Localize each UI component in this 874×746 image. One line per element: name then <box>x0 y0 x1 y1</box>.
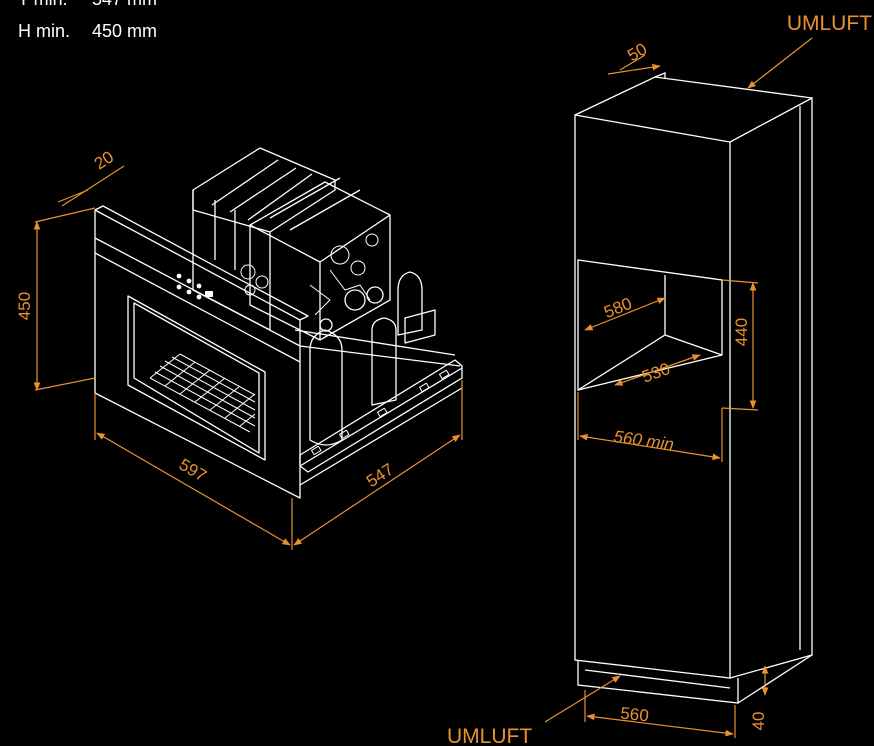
dim-plinth-width: 560 <box>619 704 649 726</box>
spec-depth-label: T min. <box>18 0 92 10</box>
spec-depth-min: T min.547 mm <box>18 0 157 10</box>
appliance-dimensions <box>33 165 463 550</box>
control-buttons <box>176 273 213 300</box>
spec-depth-value: 547 mm <box>92 0 157 9</box>
dim-plinth-height: 40 <box>749 712 768 731</box>
spec-height-label: H min. <box>18 21 71 41</box>
oven-rack <box>149 353 256 433</box>
dim-appliance-height: 450 <box>15 292 34 320</box>
appliance-drawing <box>94 147 463 499</box>
dim-appliance-depth: 547 <box>363 460 397 491</box>
cabinet-front <box>574 114 731 679</box>
dim-niche-height: 440 <box>732 318 751 346</box>
dim-cabinet-gap: 50 <box>624 39 650 65</box>
spec-height-min: H min. 450 mm <box>18 20 157 42</box>
cabinet-top <box>574 76 813 116</box>
dim-niche-width: 560 min <box>612 427 675 454</box>
spec-height-value: 450 mm <box>92 21 158 41</box>
appliance-front-panel <box>94 209 301 499</box>
pump-cylinder <box>371 317 397 406</box>
brew-unit <box>249 181 391 341</box>
label-umluft-top: UMLUFT <box>787 12 872 35</box>
label-umluft-bottom: UMLUFT <box>447 725 532 746</box>
cabinet-plinth <box>577 660 739 704</box>
mechanism-detail <box>240 233 379 316</box>
dim-niche-depth: 580 <box>601 294 634 322</box>
dim-niche-inner-depth: 530 <box>640 359 673 387</box>
cabinet-drawing <box>574 72 813 704</box>
cabinet-side <box>729 96 813 679</box>
dim-appliance-offset: 20 <box>91 147 117 173</box>
cabinet-dimensions <box>544 37 813 738</box>
